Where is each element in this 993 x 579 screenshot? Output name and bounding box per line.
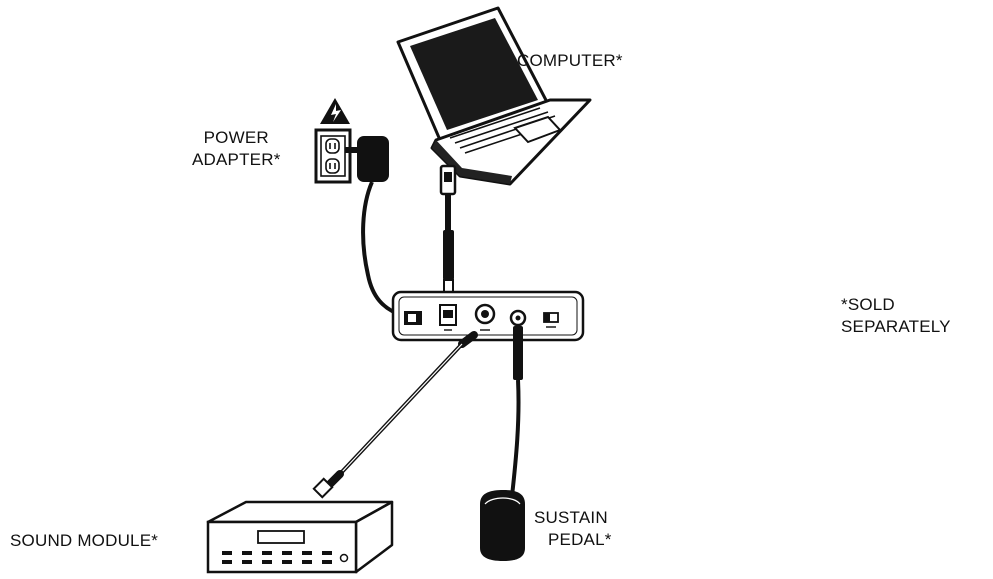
warning-icon	[320, 98, 350, 124]
sold-separately-note: *SOLD SEPARATELY	[841, 294, 951, 338]
power-adapter-icon	[345, 136, 389, 182]
computer-label-text: COMPUTER*	[517, 51, 623, 70]
sustain-pedal-icon	[480, 490, 525, 561]
power-adapter-label-line2: ADAPTER*	[192, 150, 281, 169]
sustain-pedal-label-line1: SUSTAIN	[534, 508, 608, 527]
sold-separately-line2: SEPARATELY	[841, 317, 951, 336]
power-adapter-label: POWER ADAPTER*	[192, 127, 281, 171]
midi-cable	[312, 331, 478, 499]
sound-module-label: SOUND MODULE*	[10, 530, 158, 552]
laptop-icon	[396, 6, 592, 186]
sound-module-icon	[206, 500, 394, 574]
wall-outlet-icon	[314, 128, 352, 184]
sustain-pedal-label: SUSTAIN PEDAL*	[534, 507, 612, 551]
sustain-pedal-label-line2: PEDAL*	[548, 530, 612, 549]
sustain-cable	[510, 326, 523, 497]
power-adapter-label-line1: POWER	[203, 128, 269, 147]
keyboard-rear-panel	[391, 290, 585, 342]
sold-separately-line1: *SOLD	[841, 295, 895, 314]
power-cable	[361, 181, 406, 318]
computer-label: COMPUTER*	[517, 50, 623, 72]
sound-module-label-text: SOUND MODULE*	[10, 531, 159, 550]
usb-cable	[439, 164, 457, 295]
